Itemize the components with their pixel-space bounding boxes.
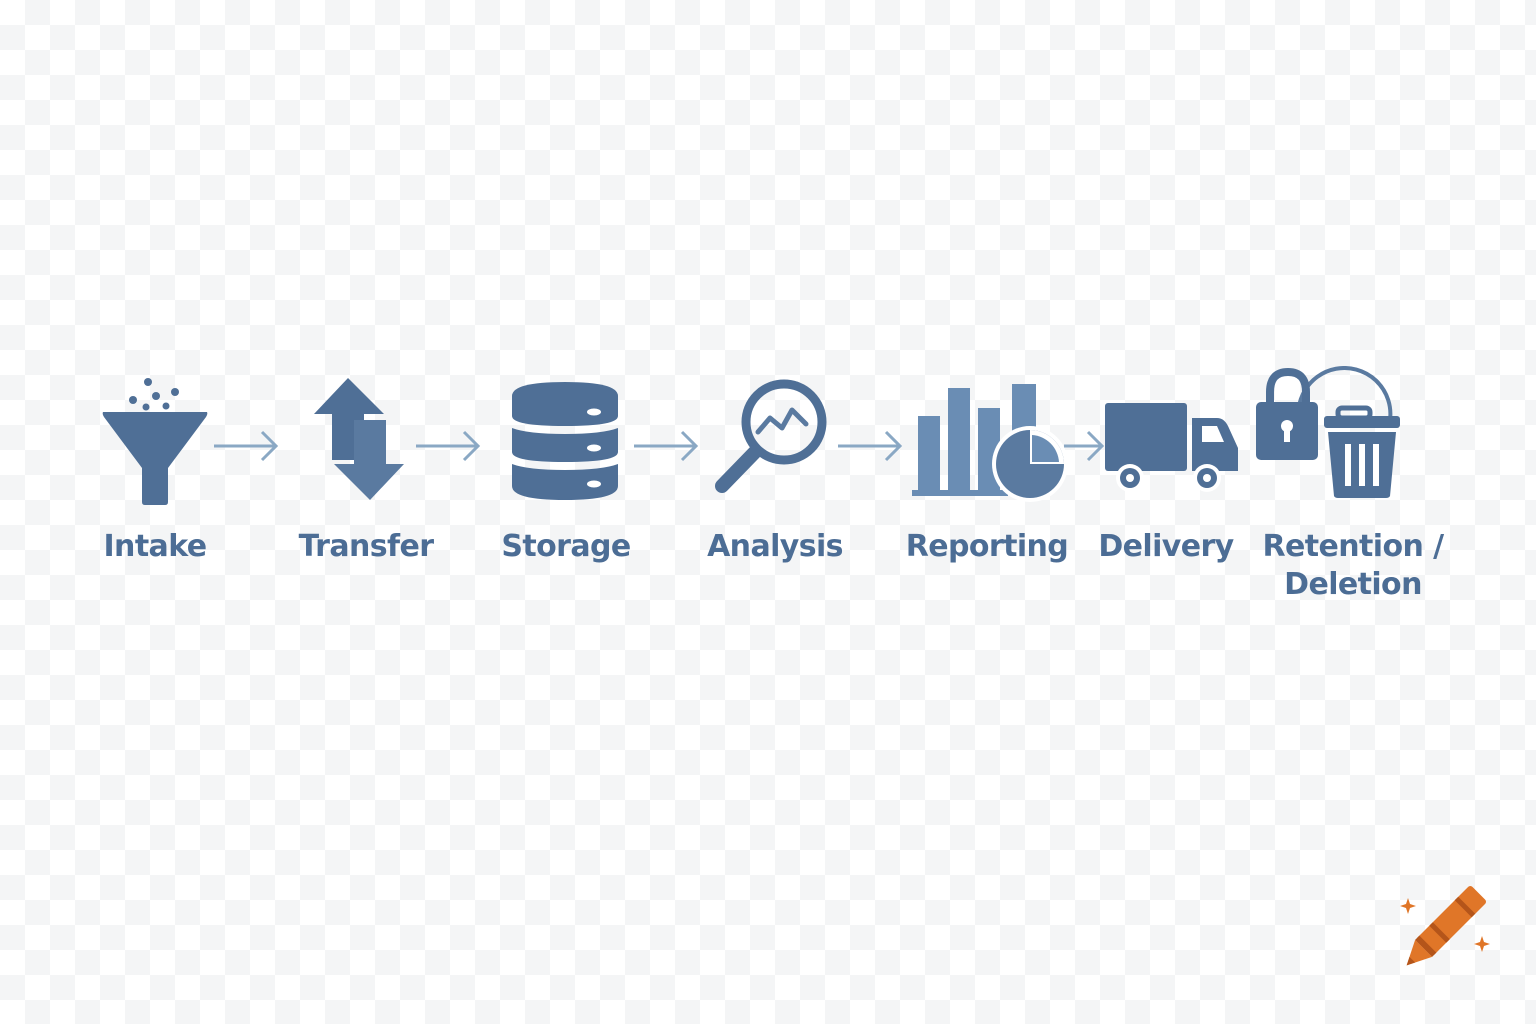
crayon-icon	[1400, 885, 1490, 966]
stage-label-analysis: Analysis	[707, 529, 843, 564]
database-icon	[512, 382, 618, 500]
arrow-transfer-storage	[416, 430, 481, 462]
arrow-storage-analysis	[634, 430, 699, 462]
bar-pie-chart-icon	[912, 384, 1068, 502]
arrow-analysis-reporting	[838, 430, 903, 462]
stage-label-intake: Intake	[103, 529, 208, 564]
stage-label-delivery: Delivery	[1098, 529, 1234, 564]
stage-label-reporting: Reporting	[905, 529, 1069, 564]
magnifier-chart-icon	[715, 379, 827, 493]
funnel-icon	[102, 378, 208, 505]
up-down-arrows-icon	[314, 378, 404, 500]
arrow-reporting-delivery	[1064, 430, 1105, 462]
lock-trash-icon	[1256, 366, 1400, 498]
truck-icon	[1105, 403, 1238, 492]
stage-label-transfer: Transfer	[298, 529, 434, 564]
stage-label-storage: Storage	[501, 529, 631, 564]
arrow-intake-transfer	[214, 430, 279, 462]
stage-label-retention-deletion: Retention / Deletion	[1262, 529, 1444, 602]
